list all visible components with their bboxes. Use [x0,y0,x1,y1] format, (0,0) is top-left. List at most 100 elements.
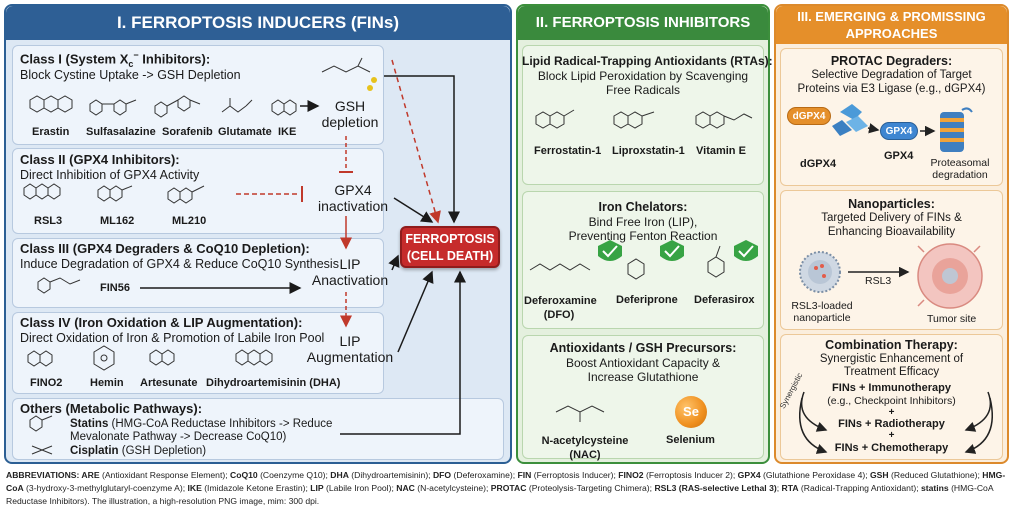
antiox-title: Antioxidants / GSH Precursors: [549,341,737,355]
combo-immuno: FINs + Immunotherapy [832,382,951,394]
abbr-value: ; [776,483,782,493]
class4-title: Class IV (Iron Oxidation & LIP Augmentat… [20,315,303,330]
cisplatin-line: Cisplatin (GSH Depletion) [70,445,207,457]
combo-immuno-sub: (e.g., Checkpoint Inhibitors) [827,395,956,407]
class1-desc: Block Cystine Uptake -> GSH Depletion [20,68,241,82]
abbr-key: HMG-CoA [6,470,1006,493]
abbr-key: DFO [432,470,452,480]
drug-deferasirox: Deferasirox [694,294,755,306]
gpx4-tag: GPX4 [880,122,918,140]
abbr-key: GPX4 [737,470,761,480]
class3-box [12,238,384,308]
combo-chemo: FINs + Chemotherapy [834,442,949,454]
abbreviations-footnote: ABBREVIATIONS: ARE (Antioxidant Response… [6,469,1009,508]
emerging-title-2: APPROACHES [845,26,938,41]
chelators-desc1: Bind Free Iron (LIP), [588,215,698,229]
abbr-value: (Antioxidant Response Element); [99,470,230,480]
class1-title: Class I (System Xc− Inhibitors): [20,50,211,69]
nano-desc1: Targeted Delivery of FINs & [821,212,962,224]
abbr-key: IKE [187,483,202,493]
drug-ferrostatin: Ferrostatin-1 [534,145,602,157]
abbr-key: NAC [396,483,415,493]
class3-desc: Induce Degradation of GPX4 & Reduce CoQ1… [20,257,339,271]
statins-line: Statins (HMG-CoA Reductase Inhibitors ->… [70,418,333,430]
dgpx4-label: dGPX4 [800,158,837,170]
drug-vitamin-e: Vitamin E [696,145,746,157]
drug-sulfasalazine: Sulfasalazine [86,126,156,138]
abbr-value: (Deferoxamine); [451,470,518,480]
class2-desc: Direct Inhibition of GPX4 Activity [20,168,200,182]
emerging-title-1: III. EMERGING & PROMISSING [797,9,986,24]
rsl3-arrow-label: RSL3 [865,275,892,287]
statins-line2: Mevalonate Pathway -> Decrease CoQ10) [70,431,287,443]
drug-sorafenib: Sorafenib [162,126,213,138]
abbr-key: ABBREVIATIONS: ARE [6,470,100,480]
antiox-box [522,335,764,459]
abbr-value: (Imidazole Ketone Erastin); [201,483,311,493]
drug-ike: IKE [278,126,297,138]
abbr-value: (Ferroptosis Inducer); [531,470,619,480]
drug-dha: Dihydroartemisinin (DHA) [206,377,341,389]
chelators-title: Iron Chelators: [598,200,688,214]
abbr-value: (Coenzyme Q10); [257,470,331,480]
selenium-icon: Se [675,396,707,428]
drug-fin56: FIN56 [100,282,130,294]
combo-plus-1: + [888,407,895,418]
abbr-value: (HMG-CoA Reductase Inhibitors). The illu… [6,483,994,506]
emerging-header: III. EMERGING & PROMISSING APPROACHES [776,6,1007,44]
abbr-key: LIP [310,483,324,493]
drug-liproxstatin: Liproxstatin-1 [612,145,685,157]
abbr-key: RSL3 (RAS-selective Lethal 3) [654,483,777,493]
gpx4-label: GPX4 [884,150,914,162]
drug-glutamate: Glutamate [218,126,272,138]
drug-selenium: Selenium [666,434,715,446]
abbr-value: (3-hydroxy-3-methylglutaryl-coenzyme A); [23,483,188,493]
combo-desc1: Synergistic Enhancement of [819,353,964,365]
combo-radio: FINs + Radiotherapy [838,418,945,430]
drug-deferoxamine: Deferoxamine(DFO) [524,295,597,321]
abbr-value: (Ferroptosis Inducer 2); [643,470,738,480]
drug-erastin: Erastin [32,126,70,138]
drug-deferiprone: Deferiprone [616,294,678,306]
antiox-desc2: Increase Glutathione [587,370,699,384]
protac-title: PROTAC Degraders: [830,54,953,68]
abbr-key: GSH [870,470,889,480]
abbr-key: RTA [781,483,799,493]
antiox-desc1: Boost Antioxidant Capacity & [565,356,721,370]
inducers-title: I. FERROPTOSIS INDUCERS (FINs) [116,13,400,32]
protac-desc1: Selective Degradation of Target [811,69,972,81]
rta-title: Lipid Radical-Trapping Antioxidants (RTA… [522,54,773,68]
tumor-site-label: Tumor site [927,313,977,325]
abbr-key: statins [920,483,949,493]
drug-nac: N-acetylcysteine(NAC) [541,435,629,461]
inhibitors-header: II. FERROPTOSIS INHIBITORS [518,6,768,40]
inducers-header: I. FERROPTOSIS INDUCERS (FINs) [6,6,510,40]
abbr-key: FINO2 [618,470,644,480]
ferroptosis-box: FERROPTOSIS(CELL DEATH) [400,226,500,268]
abbr-value: (Labile Iron Pool); [323,483,397,493]
abbr-key: PROTAC [490,483,527,493]
dgpx4-tag: dGPX4 [787,107,831,125]
abbr-value: (Dihydroartemisinin); [348,470,433,480]
abbr-value: (Reduced Glutathione); [888,470,983,480]
abbr-key: CoQ10 [229,470,258,480]
rta-desc2: Free Radicals [605,83,681,97]
drug-ml210: ML210 [172,215,207,227]
abbr-key: DHA [330,470,349,480]
drug-fino2: FINO2 [30,377,63,389]
combo-title: Combination Therapy: [825,338,958,352]
class4-desc: Direct Oxidation of Iron & Promotion of … [20,331,325,345]
class1-box [12,45,384,145]
class4-box [12,312,384,394]
rta-desc1: Block Lipid Peroxidation by Scavenging [537,69,749,83]
class2-title: Class II (GPX4 Inhibitors): [20,152,180,167]
inhibitors-title: II. FERROPTOSIS INHIBITORS [535,14,751,31]
others-title: Others (Metabolic Pathways): [20,401,203,416]
abbr-key: FIN [517,470,532,480]
